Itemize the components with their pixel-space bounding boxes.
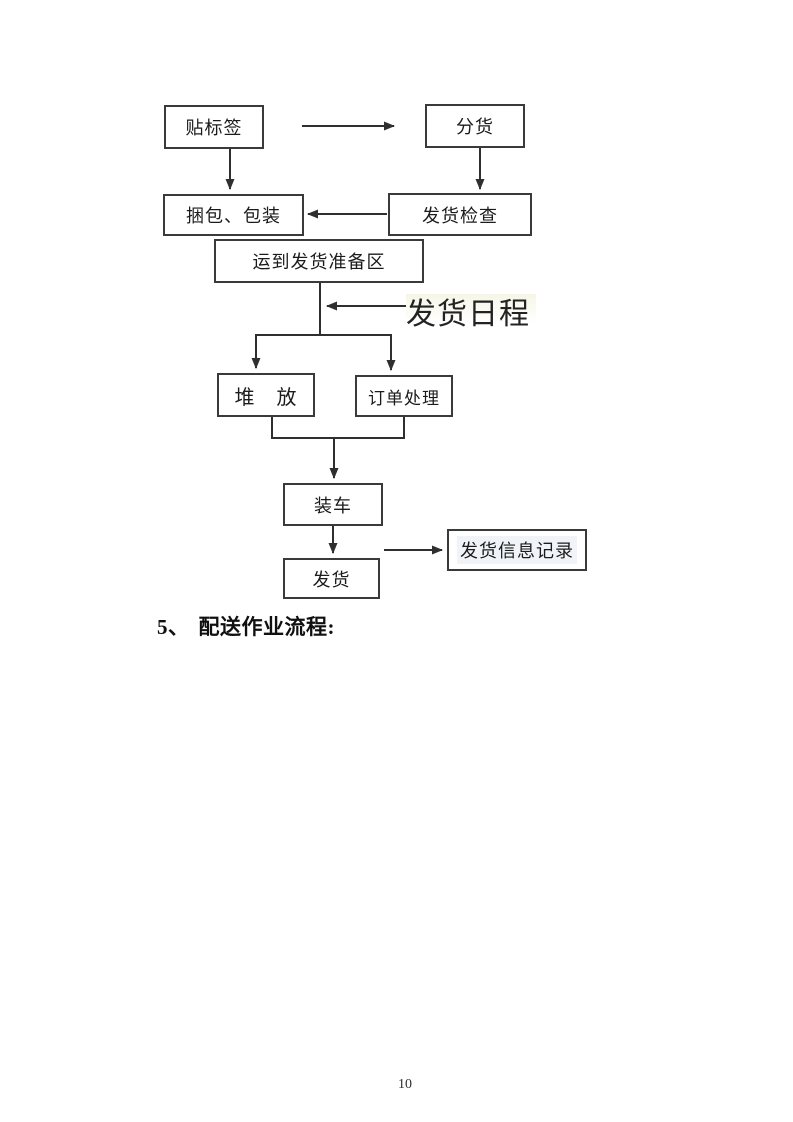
flow-node-shipping: 发货 bbox=[283, 558, 380, 599]
flow-node-sorting: 分货 bbox=[425, 104, 525, 148]
flow-node-shipping-info-record: 发货信息记录 bbox=[447, 529, 587, 571]
flow-node-label: 分货 bbox=[456, 117, 494, 137]
flow-node-loading: 装车 bbox=[283, 483, 383, 526]
flow-node-label: 运到发货准备区 bbox=[252, 252, 386, 272]
flow-label-shipping-schedule: 发货日程 bbox=[406, 294, 536, 336]
flow-node-order-processing: 订单处理 bbox=[355, 375, 453, 417]
flow-node-stacking: 堆 放 bbox=[217, 373, 315, 417]
flow-node-label: 捆包、包装 bbox=[186, 206, 281, 226]
flow-node-move-to-staging-area: 运到发货准备区 bbox=[214, 239, 424, 283]
flow-node-label: 装车 bbox=[314, 495, 352, 516]
flow-node-label: 发货检查 bbox=[422, 205, 498, 226]
flow-node-label: 贴标签 bbox=[185, 118, 243, 138]
flow-node-label: 堆 放 bbox=[234, 386, 298, 409]
flow-node-label: 订单处理 bbox=[368, 388, 440, 408]
flow-node-label-sticker: 贴标签 bbox=[164, 105, 264, 149]
section-heading: 5、配送作业流程: bbox=[157, 611, 335, 641]
section-heading-number: 5、 bbox=[157, 615, 190, 639]
page-number: 10 bbox=[398, 1077, 412, 1092]
flow-node-label: 发货 bbox=[312, 569, 351, 590]
section-heading-text: 配送作业流程: bbox=[198, 615, 335, 639]
flow-node-packing: 捆包、包装 bbox=[163, 194, 304, 236]
flow-node-shipping-check: 发货检查 bbox=[388, 193, 532, 236]
flow-node-label: 发货信息记录 bbox=[457, 536, 577, 564]
